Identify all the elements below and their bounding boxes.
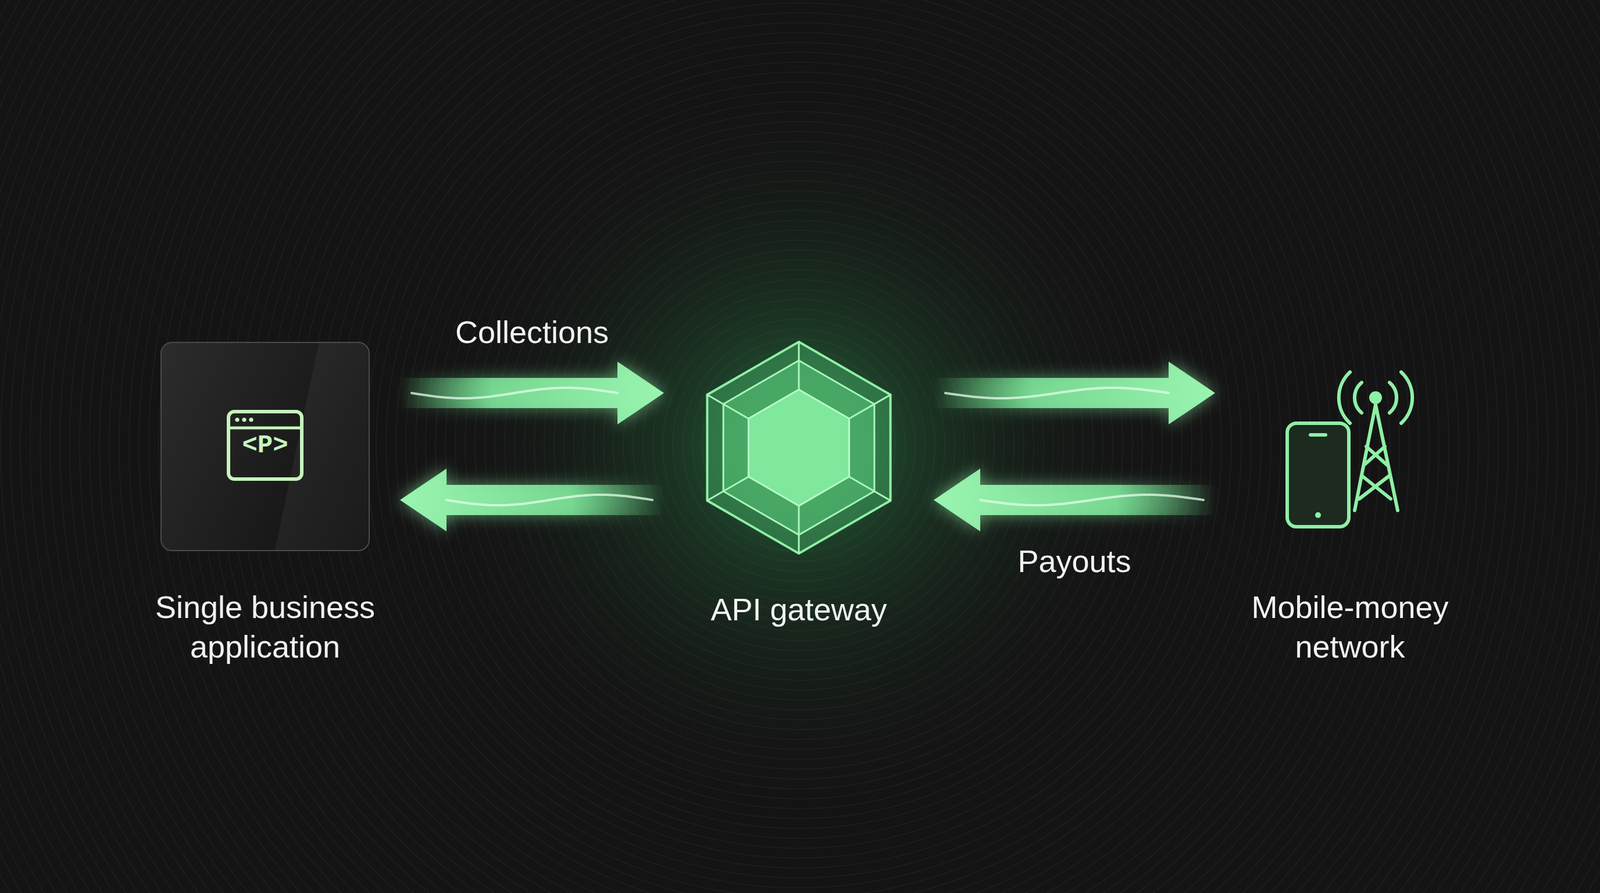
node-label: API gateway xyxy=(673,589,924,630)
edge-label: Payouts xyxy=(1017,541,1131,581)
tower-top xyxy=(1369,391,1382,405)
mobile-tower-icon xyxy=(1274,341,1426,552)
node: Mobile-money network xyxy=(1222,341,1478,667)
phone xyxy=(1287,423,1349,527)
phone-button xyxy=(1315,512,1321,519)
window-dot xyxy=(241,417,246,422)
flow-arrow xyxy=(933,361,1216,425)
arrow-body xyxy=(933,361,1216,425)
arrow-glow xyxy=(933,361,1216,425)
arrow-glow xyxy=(400,361,664,425)
window-dot xyxy=(234,417,239,422)
hex-edge xyxy=(706,394,749,419)
hex-edge xyxy=(849,476,891,501)
hex-edge xyxy=(849,394,891,419)
arrow-body xyxy=(933,468,1216,532)
phone-speaker xyxy=(1310,433,1326,437)
node-shape xyxy=(1274,341,1426,552)
arrow-wave xyxy=(945,387,1169,399)
hex-outer xyxy=(706,341,891,554)
arrow-body xyxy=(400,361,664,425)
gateway-hexagon xyxy=(702,341,895,554)
flow-arrow xyxy=(400,361,664,425)
arrow-glow xyxy=(933,468,1216,532)
flow-arrow xyxy=(933,468,1216,532)
node-label: Mobile-money network xyxy=(1225,587,1475,667)
node-shape: <P> xyxy=(160,341,370,552)
node: <P> Single business application xyxy=(137,341,394,667)
hex-edge xyxy=(798,505,800,554)
arrow-body xyxy=(400,468,664,532)
hex-edge xyxy=(706,476,749,501)
window-dot xyxy=(248,417,253,422)
edge-label: Collections xyxy=(455,312,609,352)
arrow-wave xyxy=(446,494,653,506)
node-shape xyxy=(702,341,895,554)
flow-arrow xyxy=(400,468,664,532)
arrow-wave xyxy=(980,494,1204,506)
arrow-wave xyxy=(411,387,618,399)
hex-edge xyxy=(798,341,800,390)
arrow-glow xyxy=(400,468,664,532)
hex-inner xyxy=(748,389,849,506)
radio-waves xyxy=(1338,372,1413,424)
node-label: Single business application xyxy=(140,587,391,667)
node: API gateway xyxy=(670,341,927,630)
tower-lattice xyxy=(1354,404,1398,511)
window-bar xyxy=(228,426,302,430)
icon-label: <P> xyxy=(160,429,370,462)
